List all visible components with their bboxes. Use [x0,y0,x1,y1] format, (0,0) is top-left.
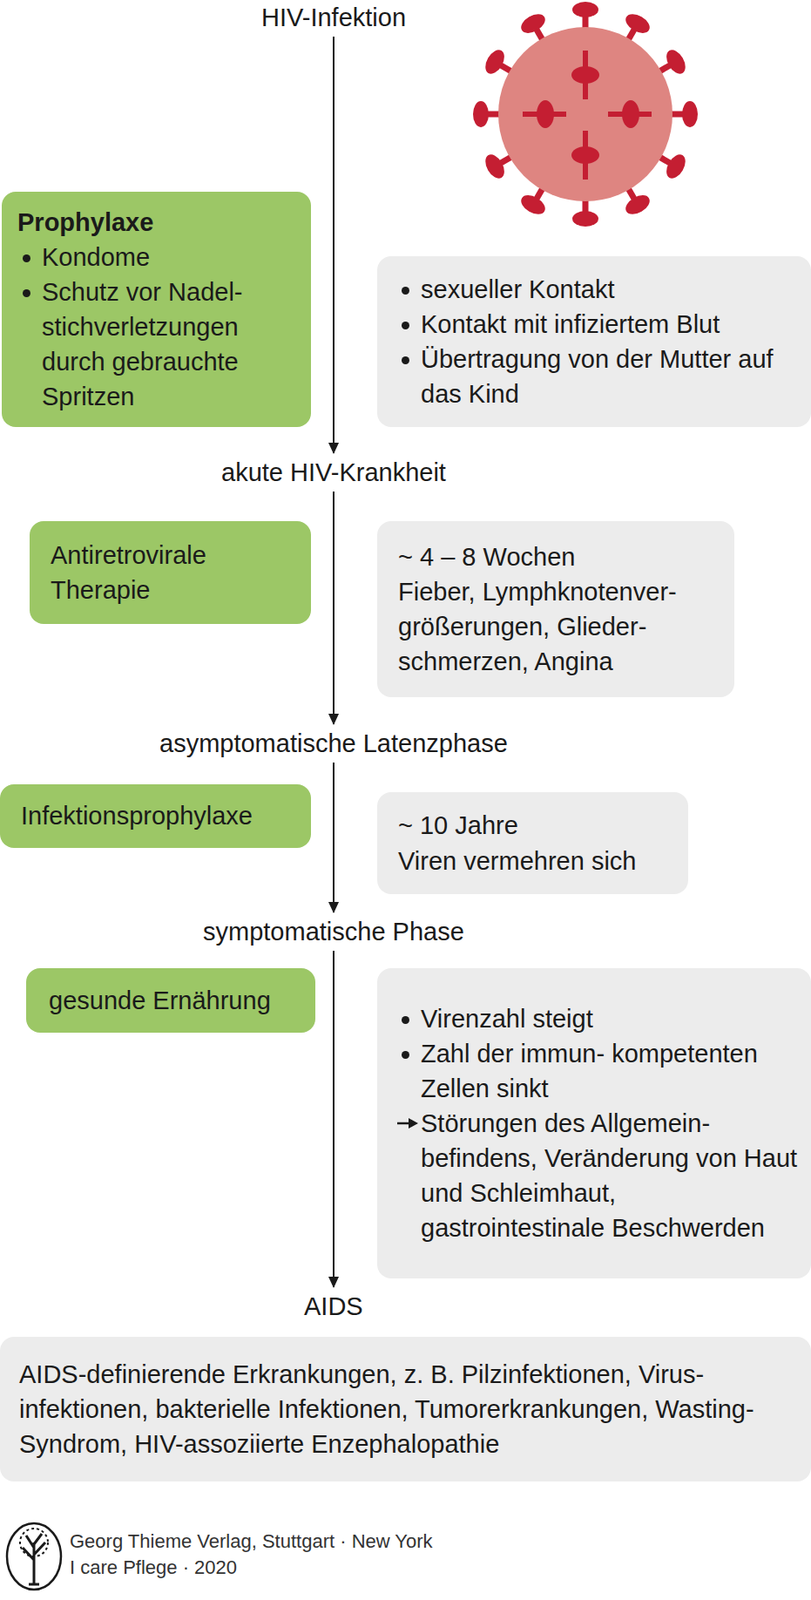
stage-name: symptomatische Phase [202,917,465,946]
stage-name: akute HIV-Krankheit [221,458,447,487]
virus-surface-marks [522,50,652,180]
measure-box: ProphylaxeKondomeSchutz vor Nadel- stich… [1,191,311,427]
text-run: AIDS-definierende Erkrankungen, z. B. Pi… [19,1359,755,1458]
virus-spike-tip [473,101,489,128]
text-run: Viren vermehren sich [398,846,636,875]
virus-spike-tip [572,210,599,227]
bullet-dot [401,321,410,330]
virus-spike-tip [518,191,549,219]
phase-arrow [332,491,335,724]
phase-arrow [332,950,335,1287]
bullet-dot [401,1050,410,1059]
box-text: Viren vermehren sich [398,843,675,879]
info-box: sexueller KontaktKontakt mit infiziertem… [377,256,811,427]
box-text: AIDS [304,1288,364,1324]
text-run: Zahl der immun- kompetenten Zellen sinkt [420,1039,758,1102]
virus-illustration [473,1,698,227]
text-run: ~ 4 – 8 Wochen [398,542,575,571]
box-text: AIDS-definierende Erkrankungen, z. B. Pi… [19,1356,796,1461]
box-text: Antiretrovirale Therapie [50,537,298,608]
text-run: Schutz vor Nadel- stichverletzungen durc… [41,277,244,411]
box-text: Infektionsprophylaxe [20,797,298,833]
text-run: Kondome [41,243,150,271]
list-item: Schutz vor Nadel- stichverletzungen durc… [17,274,299,414]
info-box: AIDS-definierende Erkrankungen, z. B. Pi… [0,1336,811,1481]
result-arrow [396,1113,421,1133]
stage-name: asymptomatische Latenzphase [159,729,508,757]
stage-label: AIDS [304,1288,364,1324]
virus-spike-tip [572,1,599,18]
stage-label: symptomatische Phase [202,913,465,949]
measure-box: Antiretrovirale Therapie [29,520,311,624]
stage-name: HIV-Infektion [261,3,406,32]
stage-name: AIDS [304,1291,364,1320]
info-box: ~ 4 – 8 WochenFieber, Lymphknotenver- gr… [377,520,735,697]
text-run: gesunde Ernährung [48,986,271,1014]
measure-box: gesunde Ernährung [26,967,316,1033]
text-run: Virenzahl steigt [420,1004,594,1033]
publisher-note: Georg Thieme Verlag, Stuttgart · New Yor… [69,1529,433,1553]
list-item: sexueller Kontakt [396,271,799,307]
box-text: ~ 4 – 8 Wochen [398,539,721,575]
box-text: Fieber, Lymphknotenver- größerungen, Gli… [398,574,721,679]
virus-spike-tip [481,47,509,78]
text-run: Kontakt mit infiziertem Blut [420,310,720,338]
stage-label: HIV-Infektion [261,0,406,35]
virus-spike-tip [662,47,690,78]
publisher-logo [6,1522,61,1589]
list-item: Störungen des Allgemein- befindens, Verä… [396,1105,799,1245]
virus-spike-tip [622,191,654,219]
info-box: ~ 10 JahreViren vermehren sich [377,791,689,894]
list-item: Zahl der immun- kompetenten Zellen sinkt [396,1035,799,1106]
bullet-dot [401,356,410,365]
box-text: symptomatische Phase [202,913,465,949]
list-item: Kondome [17,239,299,275]
publisher-note: I care Pflege · 2020 [69,1555,237,1579]
list-item: Virenzahl steigt [396,1000,799,1036]
measure-box: Infektionsprophylaxe [0,783,311,848]
text-run: Infektionsprophylaxe [20,801,253,830]
text-run: Übertragung von der Mutter auf das Kind [420,344,774,408]
virus-spike-tip [481,151,509,183]
box-text: asymptomatische Latenzphase [159,725,508,761]
bullet-dot [401,1015,410,1024]
virus-body [498,27,673,202]
virus-spike-tip [518,10,549,38]
box-text: HIV-Infektion [261,0,406,35]
text-run: Störungen des Allgemein- befindens, Verä… [420,1108,798,1242]
bullet-dot [22,254,31,263]
stage-label: akute HIV-Krankheit [221,454,447,490]
text-run: sexueller Kontakt [420,275,615,304]
box-heading: Prophylaxe [17,204,299,240]
box-text: gesunde Ernährung [48,982,302,1018]
virus-spike-tip [662,151,690,183]
bullet-dot [401,286,410,295]
text-run: Prophylaxe [17,208,154,237]
box-text: ~ 10 Jahre [398,807,675,843]
list-item: Übertragung von der Mutter auf das Kind [396,341,799,412]
box-text: akute HIV-Krankheit [221,454,447,490]
stage-label: asymptomatische Latenzphase [159,725,508,761]
phase-arrow [332,762,335,913]
virus-spikes [473,1,698,227]
text-run: Fieber, Lymphknotenver- größerungen, Gli… [398,577,677,676]
virus-spike-tip [682,101,698,128]
virus-spike-tip [622,10,654,38]
list-item: Kontakt mit infiziertem Blut [396,306,799,342]
info-box: Virenzahl steigtZahl der immun- kompeten… [377,967,811,1278]
text-run: ~ 10 Jahre [398,811,519,839]
text-run: Antiretrovirale Therapie [50,540,207,604]
bullet-dot [22,289,31,298]
phase-arrow [332,36,335,453]
